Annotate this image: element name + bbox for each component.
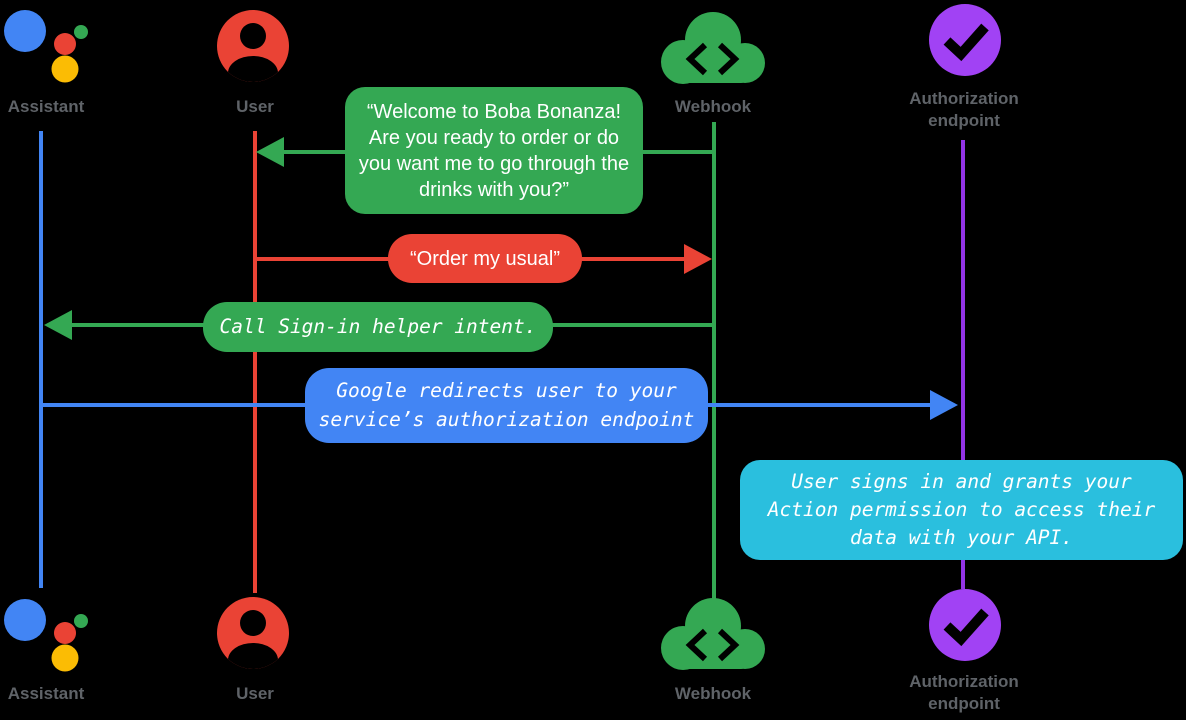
check-circle-icon <box>929 4 1001 76</box>
user-icon <box>217 10 289 82</box>
user-icon <box>217 597 289 669</box>
message-order-bubble: “Order my usual” <box>388 234 582 283</box>
actor-label-authorization-endpoint: Authorization endpoint <box>909 672 1019 714</box>
code-right-bracket-icon <box>717 628 740 662</box>
code-left-bracket-icon <box>685 42 708 76</box>
google-assistant-icon <box>4 599 88 672</box>
actor-label-user: User <box>236 684 274 703</box>
cloud-webhook-icon <box>661 598 765 670</box>
actor-label-assistant: Assistant <box>7 97 85 116</box>
code-left-bracket-icon <box>685 628 708 662</box>
actor-label-authorization-endpoint: Authorization endpoint <box>909 89 1019 131</box>
cloud-webhook-icon <box>661 12 765 84</box>
arrowhead-left-icon <box>44 310 72 340</box>
message-signin-helper-bubble: Call Sign-in helper intent. <box>203 302 553 352</box>
actor-label-webhook: Webhook <box>674 684 752 703</box>
check-circle-icon <box>929 589 1001 661</box>
actor-label-user: User <box>236 97 274 116</box>
arrowhead-left-icon <box>256 137 284 167</box>
arrowhead-right-icon <box>930 390 958 420</box>
actor-label-assistant: Assistant <box>7 684 85 703</box>
message-redirect-bubble: Google redirects user to your service’s … <box>305 368 708 443</box>
google-assistant-icon <box>4 10 88 83</box>
actor-label-webhook: Webhook <box>674 97 752 116</box>
code-right-bracket-icon <box>717 42 740 76</box>
arrowhead-right-icon <box>684 244 712 274</box>
message-welcome-bubble: “Welcome to Boba Bonanza! Are you ready … <box>345 87 643 214</box>
note-user-signs-in: User signs in and grants your Action per… <box>740 460 1183 560</box>
